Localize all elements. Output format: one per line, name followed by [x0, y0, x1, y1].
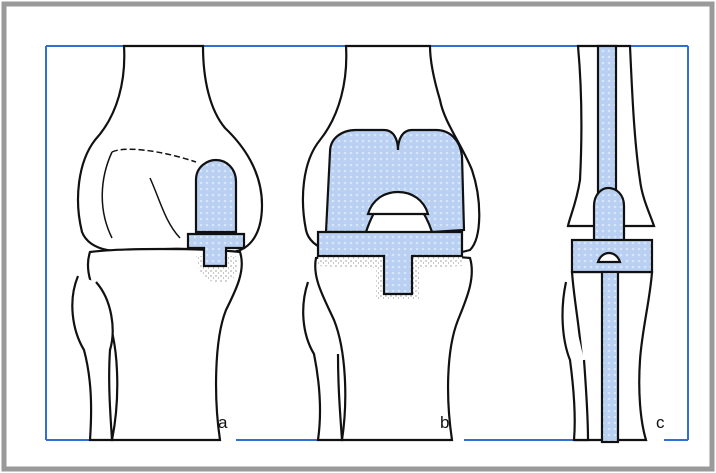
panel-label-a: a: [218, 413, 228, 432]
panel-label-c: c: [656, 413, 665, 432]
tibial-stem-c: [602, 272, 618, 442]
femoral-component-a: [196, 160, 236, 232]
femoral-stem-c: [598, 46, 616, 206]
panel-label-b: b: [440, 413, 449, 432]
